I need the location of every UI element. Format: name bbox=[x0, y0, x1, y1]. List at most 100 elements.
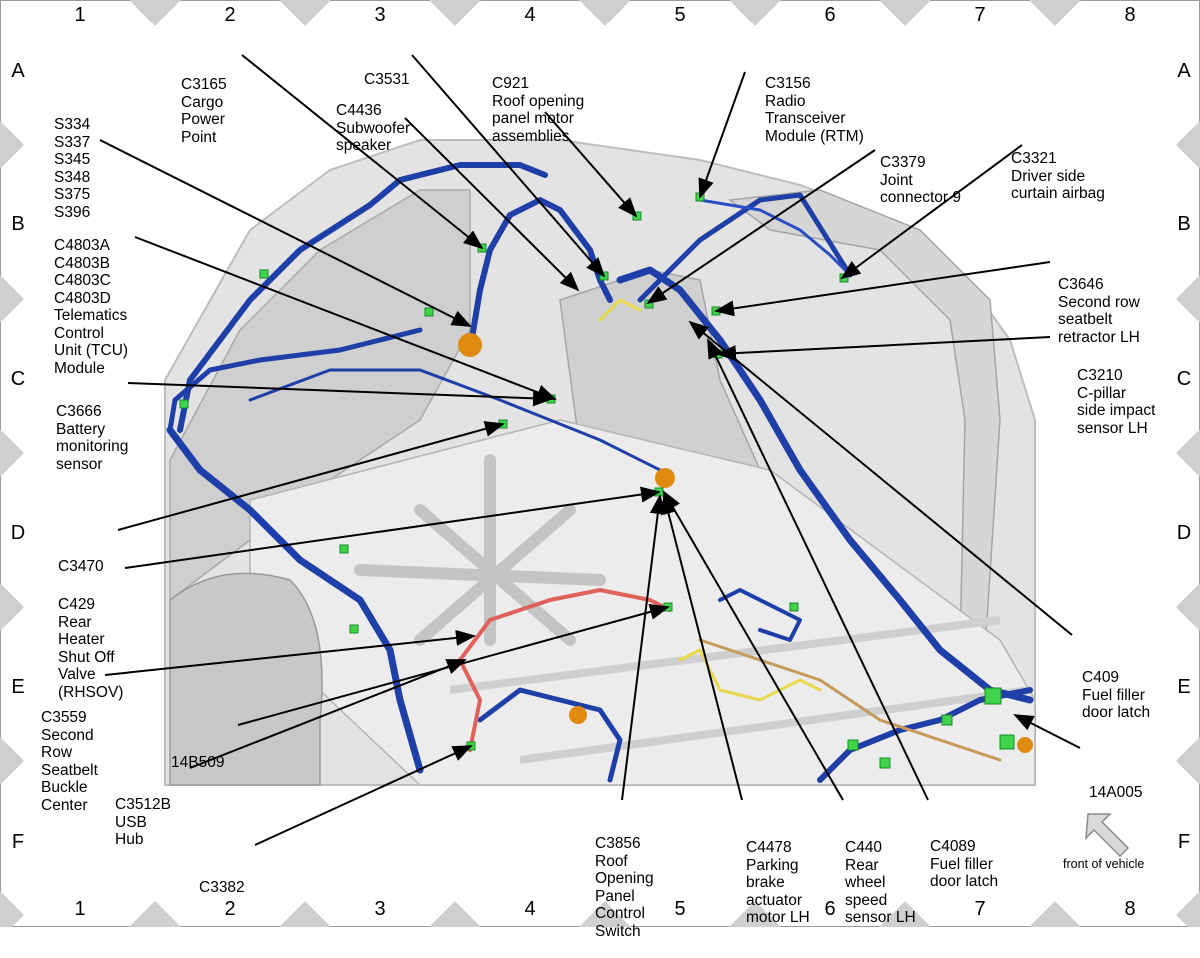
leader-c3646 bbox=[714, 261, 1051, 317]
connector bbox=[339, 544, 349, 554]
quarter-panel bbox=[169, 189, 471, 602]
grid-marker-top bbox=[729, 0, 781, 26]
connector bbox=[879, 757, 891, 769]
grid-column-top-6: 6 bbox=[824, 4, 836, 26]
grid-marker-right bbox=[1176, 891, 1200, 927]
main-harness-left bbox=[166, 426, 424, 774]
grid-column-top-1: 1 bbox=[74, 4, 86, 26]
front-of-vehicle-label: front of vehicle bbox=[1063, 857, 1145, 871]
leader-c921 bbox=[544, 111, 638, 218]
grid-marker-right bbox=[1176, 275, 1200, 323]
leader-c3210 bbox=[716, 336, 1051, 362]
yellow-short-harness bbox=[598, 298, 642, 322]
bracket-orange-3 bbox=[569, 706, 587, 724]
grid-marker-top bbox=[579, 0, 631, 26]
grid-column-top-4: 4 bbox=[524, 4, 536, 26]
grid-column-top-8: 8 bbox=[1124, 4, 1136, 26]
leader-c409 bbox=[688, 320, 1073, 636]
leader-c3470 bbox=[117, 421, 505, 531]
grid-marker-right bbox=[1176, 121, 1200, 169]
grid-marker-bottom bbox=[429, 901, 481, 927]
grid-marker-bottom bbox=[1029, 901, 1081, 927]
grid-column-bottom-3: 3 bbox=[374, 898, 386, 920]
leader-c429 bbox=[124, 486, 661, 569]
grid-column-bottom-8: 8 bbox=[1124, 898, 1136, 920]
grid-marker-left bbox=[0, 891, 24, 927]
roof-harness bbox=[698, 198, 852, 277]
grid-marker-top bbox=[129, 0, 181, 26]
grid-column-top-3: 3 bbox=[374, 4, 386, 26]
callout-c3382: C3382 bbox=[199, 879, 245, 896]
grid-marker-left bbox=[0, 429, 24, 477]
grid-column-bottom-5: 5 bbox=[674, 898, 686, 920]
grid-marker-left bbox=[0, 737, 24, 785]
leader-14b509 bbox=[237, 604, 670, 726]
grid-marker-left bbox=[0, 275, 24, 323]
grid-marker-top bbox=[279, 0, 331, 26]
leader-c3156 bbox=[698, 71, 746, 199]
grid-column-bottom-6: 6 bbox=[824, 898, 836, 920]
arrow-icon bbox=[1085, 813, 1130, 858]
callout-14b509: 14B509 bbox=[171, 754, 225, 771]
leader-c4436 bbox=[404, 117, 580, 292]
grid-marker-left bbox=[0, 121, 24, 169]
grid-column-top-7: 7 bbox=[974, 4, 986, 26]
connector bbox=[259, 269, 269, 279]
grid-column-bottom-1: 1 bbox=[74, 898, 86, 920]
grid-row-left-D: D bbox=[10, 522, 26, 544]
grid-marker-bottom bbox=[279, 901, 331, 927]
leader-c3559 bbox=[104, 629, 476, 676]
grid-row-right-D: D bbox=[1176, 522, 1192, 544]
left-loop-harness bbox=[167, 327, 423, 433]
leader-c4803 bbox=[134, 236, 557, 400]
leader-splices bbox=[99, 139, 472, 327]
grid-column-top-5: 5 bbox=[674, 4, 686, 26]
grid-marker-bottom bbox=[729, 901, 781, 927]
leader-c3666 bbox=[127, 382, 553, 407]
grid-row-right-B: B bbox=[1177, 213, 1191, 235]
grid-row-right-A: A bbox=[1177, 60, 1191, 82]
grid-row-right-E: E bbox=[1177, 676, 1191, 698]
grid-row-left-C: C bbox=[10, 368, 26, 390]
grid-column-bottom-7: 7 bbox=[974, 898, 986, 920]
grid-marker-top bbox=[879, 0, 931, 26]
floor-crossmembers bbox=[449, 616, 1031, 764]
grid-marker-bottom bbox=[879, 901, 931, 927]
cross-brace bbox=[354, 454, 606, 646]
callout-c3531: C3531 bbox=[364, 71, 410, 88]
tan-harness bbox=[698, 638, 1002, 762]
pillar-harness bbox=[637, 192, 853, 303]
lower-loop-harness bbox=[477, 687, 623, 783]
leader-c3531 bbox=[411, 54, 606, 278]
leader-c440 bbox=[662, 490, 844, 801]
callout-c3470: C3470 bbox=[58, 558, 104, 575]
grid-border bbox=[0, 0, 1200, 927]
connector bbox=[984, 687, 1002, 705]
leader-c3165 bbox=[241, 54, 484, 250]
grid-row-left-E: E bbox=[11, 676, 25, 698]
bracket-orange-1 bbox=[458, 333, 482, 357]
leader-c3379 bbox=[646, 149, 876, 305]
grid-row-left-F: F bbox=[11, 831, 25, 853]
yellow-harness bbox=[678, 648, 822, 702]
grid-marker-bottom bbox=[129, 901, 181, 927]
leader-c3382 bbox=[254, 745, 473, 846]
leader-c4089 bbox=[707, 338, 929, 801]
connector bbox=[424, 307, 434, 317]
